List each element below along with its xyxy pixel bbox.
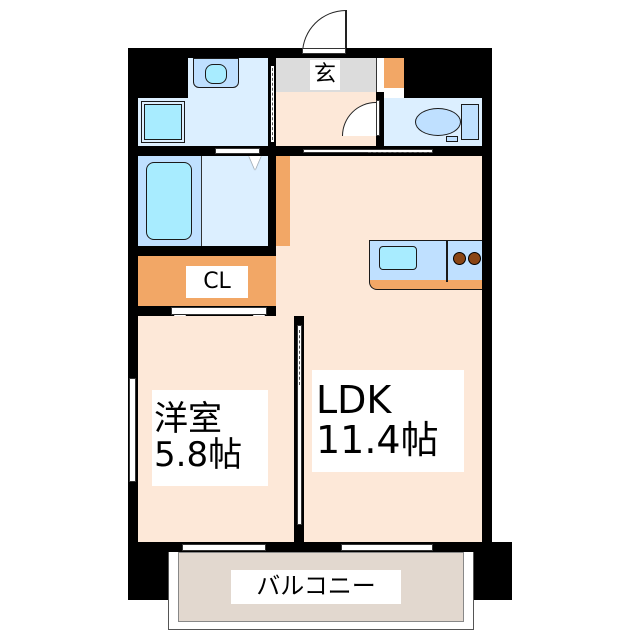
ldk [276,156,482,542]
structural-column-top-right [404,48,492,98]
toilet-bowl [415,108,461,136]
stove-burner-right [468,252,481,265]
wall-bath-closet [128,246,304,256]
balcony-label: バルコニー [231,570,401,604]
ldk-size: 11.4帖 [316,418,439,462]
outer-wall-right [482,48,492,550]
sliding-door-track [272,68,273,140]
wall-bath-ldk [268,146,276,258]
entrance-label: 玄 [310,60,340,90]
window-western-side[interactable] [129,378,136,482]
entrance-door-leaf [345,10,347,52]
western-room-label: 洋室 5.8帖 [152,390,268,486]
closet-door[interactable] [171,307,267,315]
wall-shoe-cabinet [376,58,384,92]
toilet-paper [446,136,458,142]
toilet-tank [461,104,479,140]
stove-divider [446,240,448,282]
western-room-name: 洋室 [154,399,222,440]
bathtub [146,162,192,240]
shoe-cabinet [384,58,404,88]
kitchen-sink [379,246,417,270]
washbasin-bowl [205,64,227,84]
ldk-storage-strip [276,156,290,246]
western-room-size: 5.8帖 [154,435,243,475]
sliding-door-western-ldk-track [299,330,300,385]
structural-column-top-left-fill [138,58,188,98]
outer-wall-left [128,48,138,550]
stove-burner-left [453,252,466,265]
outer-wall-bottom [128,542,492,552]
washing-machine-pan [141,101,185,143]
sliding-door-hall-ldk-track [368,152,432,153]
wall-hall-toilet [376,92,384,148]
outer-wall-top [128,48,372,58]
kitchen-counter-front [369,280,482,290]
ldk-name: LDK [316,378,392,423]
ldk-label: LDK 11.4帖 [312,370,464,472]
toilet-door-frame [376,100,380,136]
window-western-balcony[interactable] [182,544,266,551]
window-ldk-balcony[interactable] [341,544,433,551]
sliding-door-western-ldk[interactable] [297,325,302,525]
closet-label: CL [186,266,248,298]
entrance-door[interactable] [302,48,346,54]
door-washroom-bath[interactable] [215,148,260,154]
folding-door-marker [249,156,261,170]
